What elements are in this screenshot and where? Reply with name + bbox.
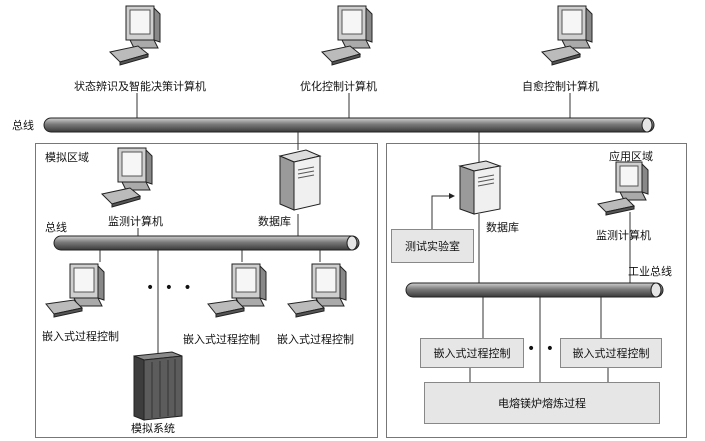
decision-computer-label: 状态辨识及智能决策计算机 <box>74 80 206 93</box>
sim-monitor-label: 监测计算机 <box>108 215 163 228</box>
sim-database-label: 数据库 <box>258 215 291 228</box>
app-embedded-label-1: 嵌入式过程控制 <box>433 347 511 360</box>
industrial-bus-label: 工业总线 <box>628 265 672 278</box>
app-database-label: 数据库 <box>486 221 519 234</box>
test-lab-label: 测试实验室 <box>405 240 460 253</box>
app-embedded-label-2: 嵌入式过程控制 <box>572 347 650 360</box>
top-bus-label: 总线 <box>12 119 34 132</box>
sim-bus-label: 总线 <box>45 221 67 234</box>
app-monitor-label: 监测计算机 <box>596 229 651 242</box>
sim-embedded-label-3: 嵌入式过程控制 <box>277 333 354 346</box>
sim-ellipsis: • • • <box>146 280 195 296</box>
app-embedded-box-1: 嵌入式过程控制 <box>420 338 524 368</box>
sim-embedded-label-1: 嵌入式过程控制 <box>42 330 119 343</box>
simulation-region-title: 模拟区域 <box>45 151 89 164</box>
sim-embedded-label-2: 嵌入式过程控制 <box>183 333 260 346</box>
smelting-process-label: 电熔镁炉熔炼过程 <box>498 397 586 410</box>
smelting-process-box: 电熔镁炉熔炼过程 <box>424 382 660 424</box>
self-healing-computer-label: 自愈控制计算机 <box>522 80 599 93</box>
optimization-computer-label: 优化控制计算机 <box>300 80 377 93</box>
top-bus <box>43 117 655 133</box>
app-embedded-box-2: 嵌入式过程控制 <box>560 338 662 368</box>
industrial-bus <box>405 282 664 298</box>
application-region-title: 应用区域 <box>609 150 653 163</box>
simulation-system-label: 模拟系统 <box>131 422 175 435</box>
test-lab-box: 测试实验室 <box>391 229 474 263</box>
bus-shapes <box>43 117 664 298</box>
simulation-bus <box>53 235 360 251</box>
